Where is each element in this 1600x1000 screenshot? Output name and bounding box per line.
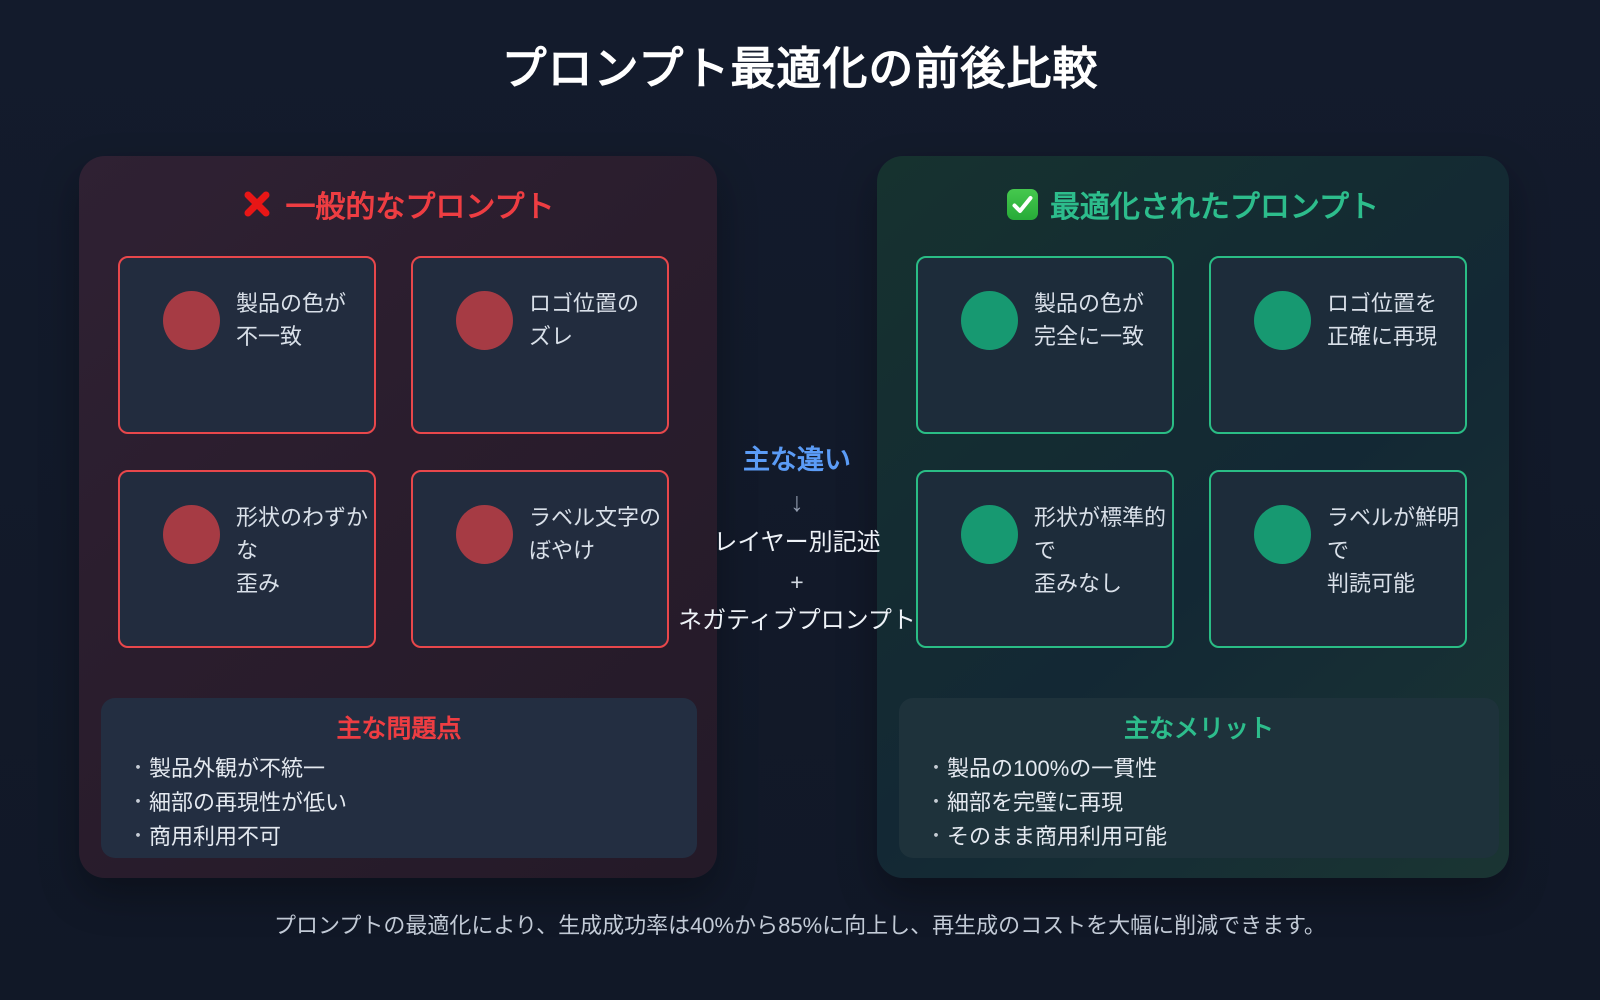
after-panel-title: 最適化されたプロンプト [1049, 191, 1380, 224]
issue-card-text: 製品の色が 不一致 [236, 291, 347, 349]
problem-bullet: ・ 製品外観が不統一 [127, 750, 325, 784]
merits-summary-box: 主なメリット ・ 製品の100%の一貫性 ・ 細部を完璧に再現 ・ そのまま商用… [899, 698, 1499, 858]
green-dot-icon [1254, 505, 1311, 564]
green-dot-icon [1254, 291, 1311, 350]
problem-bullet: ・ 商用利用不可 [127, 818, 281, 852]
merit-bullet: ・ 細部を完璧に再現 [925, 784, 1123, 818]
issue-card-text: ロゴ位置の ズレ [529, 291, 640, 349]
benefit-card-text: ラベルが鮮明で 判読可能 [1327, 505, 1460, 596]
problems-summary-title: 主な問題点 [336, 715, 462, 743]
before-panel-header: 一般的なプロンプト [79, 182, 717, 226]
issue-card-text: ラベル文字の ぼやけ [529, 505, 662, 563]
red-dot-icon [456, 291, 513, 350]
cross-mark-icon [241, 188, 273, 220]
benefit-card-color-match: 製品の色が 完全に一致 [916, 256, 1174, 434]
red-dot-icon [163, 505, 220, 564]
issue-card-label-blur: ラベル文字の ぼやけ [411, 470, 669, 648]
merit-bullet: ・ 製品の100%の一貫性 [925, 750, 1157, 784]
green-dot-icon [961, 291, 1018, 350]
benefit-card-logo-accurate: ロゴ位置を 正確に再現 [1209, 256, 1467, 434]
problems-summary-box: 主な問題点 ・ 製品外観が不統一 ・ 細部の再現性が低い ・ 商用利用不可 [101, 698, 697, 858]
benefit-card-text: 製品の色が 完全に一致 [1034, 291, 1145, 349]
problem-bullet-text: 製品外観が不統一 [149, 756, 326, 781]
before-panel: 一般的なプロンプト 製品の色が 不一致 ロゴ位置の ズレ 形状のわずかな 歪み … [79, 156, 717, 878]
benefit-card-label-sharp: ラベルが鮮明で 判読可能 [1209, 470, 1467, 648]
issue-card-color-mismatch: 製品の色が 不一致 [118, 256, 376, 434]
difference-item-layered-description: レイヤー別記述 [713, 529, 881, 556]
key-difference-block: 主な違い ↓ レイヤー別記述 + ネガティブプロンプト [667, 444, 927, 636]
key-difference-title: 主な違い [743, 445, 851, 475]
before-panel-title: 一般的なプロンプト [285, 191, 555, 224]
plus-sign: + [790, 569, 804, 595]
issue-card-shape-distortion: 形状のわずかな 歪み [118, 470, 376, 648]
after-panel: 最適化されたプロンプト 製品の色が 完全に一致 ロゴ位置を 正確に再現 形状が標… [877, 156, 1509, 878]
merit-bullet-text: そのまま商用利用可能 [947, 824, 1168, 849]
issue-card-logo-shift: ロゴ位置の ズレ [411, 256, 669, 434]
issue-card-text: 形状のわずかな 歪み [236, 505, 369, 596]
red-dot-icon [456, 505, 513, 564]
footer-summary-text: プロンプトの最適化により、生成成功率は40%から85%に向上し、再生成のコストを… [274, 913, 1326, 938]
merit-bullet-text: 細部を完璧に再現 [947, 790, 1124, 815]
after-panel-header: 最適化されたプロンプト [877, 182, 1509, 226]
page-title: プロンプト最適化の前後比較 [501, 43, 1099, 94]
green-dot-icon [961, 505, 1018, 564]
merits-summary-title: 主なメリット [1123, 715, 1274, 743]
bullet-dot-icon: ・ [129, 792, 147, 812]
bullet-dot-icon: ・ [129, 758, 147, 778]
benefit-card-text: ロゴ位置を 正確に再現 [1327, 291, 1438, 349]
bullet-dot-icon: ・ [129, 826, 147, 846]
difference-item-negative-prompt: ネガティブプロンプト [678, 607, 916, 634]
problem-bullet-text: 商用利用不可 [149, 824, 282, 849]
problem-bullet-text: 細部の再現性が低い [149, 790, 348, 815]
red-dot-icon [163, 291, 220, 350]
benefit-card-shape-standard: 形状が標準的で 歪みなし [916, 470, 1174, 648]
check-mark-icon [1006, 188, 1038, 220]
problem-bullet: ・ 細部の再現性が低い [127, 784, 347, 818]
bullet-dot-icon: ・ [927, 758, 945, 778]
bullet-dot-icon: ・ [927, 792, 945, 812]
merit-bullet: ・ そのまま商用利用可能 [925, 818, 1167, 852]
merit-bullet-text: 製品の100%の一貫性 [947, 756, 1158, 781]
benefit-card-text: 形状が標準的で 歪みなし [1034, 505, 1167, 596]
down-arrow-icon: ↓ [790, 487, 804, 517]
bullet-dot-icon: ・ [927, 826, 945, 846]
